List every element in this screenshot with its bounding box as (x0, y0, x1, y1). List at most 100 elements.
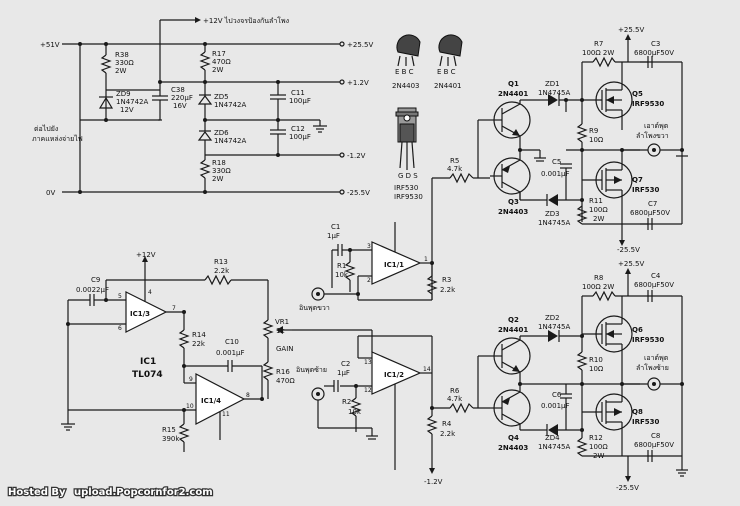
transistor-pinout-2 (438, 34, 463, 67)
mosfet-pinout (395, 107, 419, 170)
pin4-label: 4 (148, 289, 152, 296)
q4-ref: Q4 (508, 434, 519, 442)
pinout-label-2n4401: 2N4401 (434, 82, 462, 90)
output-stage-top (431, 34, 688, 263)
c3-ref: C3 (651, 40, 660, 48)
pin11-label: 11 (222, 411, 230, 418)
r12-ref: R12 (589, 434, 603, 442)
c2-value: 1μF (337, 369, 350, 377)
pin7-label: 7 (172, 305, 176, 312)
q8-part: IRF530 (632, 418, 660, 426)
q5-part: IRF9530 (632, 100, 664, 108)
r17-power: 2W (212, 66, 223, 74)
vr1-value: 1k (276, 327, 285, 335)
pin1-label: 1 (424, 256, 428, 263)
c8-ref: C8 (651, 432, 660, 440)
r7-value: 100Ω 2W (582, 49, 614, 57)
rail-plus25-top-out: +25.5V (618, 26, 644, 34)
r7-ref: R7 (594, 40, 603, 48)
ic1-4-label: IC1/4 (201, 397, 221, 405)
c9-value: 0.0022μF (76, 286, 109, 294)
rail-zero-label: 0V (46, 189, 55, 197)
c3-value: 6800μF50V (634, 49, 674, 57)
zd3-part: 1N4745A (538, 219, 571, 227)
r12-value: 100Ω (589, 443, 608, 451)
zd5-part: 1N4742A (214, 101, 247, 109)
q2-ref: Q2 (508, 316, 519, 324)
rail-plus12-label: +1.2V (347, 79, 369, 87)
r3-value: 2.2k (440, 286, 456, 294)
c6-value: 0.001μF (541, 402, 570, 410)
v12-label: +12V (136, 251, 156, 259)
c4-value: 6800μF50V (634, 281, 674, 289)
c9-ref: C9 (91, 276, 100, 284)
r14-value: 22k (192, 340, 206, 348)
c2-ref: C2 (341, 360, 350, 368)
r8-value: 100Ω 2W (582, 283, 614, 291)
q7-ref: Q7 (632, 176, 643, 184)
c38-volt: 16V (173, 102, 187, 110)
c12-ref: C12 (291, 125, 305, 133)
ic1-1-label: IC1/1 (384, 261, 404, 269)
r17-ref: R17 (212, 50, 226, 58)
c8-value: 6800μF50V (634, 441, 674, 449)
r13-value: 2.2k (214, 267, 230, 275)
r18-power: 2W (212, 175, 223, 183)
q6-ref: Q6 (632, 326, 643, 334)
q1-part: 2N4401 (498, 90, 528, 98)
q1-ref: Q1 (508, 80, 519, 88)
rail-plus25-label: +25.5V (347, 41, 373, 49)
r15-value: 390k (162, 435, 180, 443)
r3-ref: R3 (442, 276, 451, 284)
r15-ref: R15 (162, 426, 176, 434)
ic1-title: IC1 (140, 357, 156, 367)
rail-minus25-bottom-out: -25.5V (616, 484, 639, 492)
c12-value: 100μF (289, 133, 311, 141)
ic1-2-label: IC1/2 (384, 371, 404, 379)
r6-ref: R6 (450, 387, 460, 395)
protection-note: +12V ไปวงจรป้องกันลำโพง (203, 16, 289, 25)
zd9-part: 1N4742A (116, 98, 149, 106)
zd4-ref: ZD4 (545, 434, 560, 442)
pin13-label: 13 (364, 359, 372, 366)
q5-ref: Q5 (632, 90, 643, 98)
c10-value: 0.001μF (216, 349, 245, 357)
r11-value: 100Ω (589, 206, 608, 214)
r9-ref: R9 (589, 127, 598, 135)
r1-value: 10k (335, 271, 349, 279)
r9-value: 10Ω (589, 136, 604, 144)
out-left-line2: ลำโพงซ้าย (636, 363, 669, 372)
c5-value: 0.001μF (541, 170, 570, 178)
r10-value: 10Ω (589, 365, 604, 373)
zd1-ref: ZD1 (545, 80, 560, 88)
input-left-label: อินพุตซ้าย (296, 366, 327, 374)
r1-ref: R1 (337, 262, 346, 270)
r4-ref: R4 (442, 420, 452, 428)
r6-value: 4.7k (447, 395, 463, 403)
preamp-section (61, 256, 292, 452)
pin9-label: 9 (189, 376, 193, 383)
vr1-name: GAIN (276, 345, 294, 353)
pin10-label: 10 (186, 403, 194, 410)
rail-minus25-top-out: -25.5V (617, 246, 640, 254)
q7-part: IRF530 (632, 186, 660, 194)
pin14-label: 14 (423, 366, 431, 373)
ic1-3-label: IC1/3 (130, 310, 150, 318)
q2-part: 2N4401 (498, 326, 528, 334)
r5-value: 4.7k (447, 165, 463, 173)
pinout-ebc-2: E B C (437, 68, 456, 76)
pinout-irf9530: IRF9530 (394, 193, 423, 201)
r38-ref: R38 (115, 51, 129, 59)
zd2-ref: ZD2 (545, 314, 560, 322)
pin5-label: 5 (118, 293, 122, 300)
r18-ref: R18 (212, 159, 226, 167)
c1-ref: C1 (331, 223, 340, 231)
pinout-label-2n4403: 2N4403 (392, 82, 420, 90)
host-site-text: upload.Popcornfor2.com (74, 487, 213, 498)
r12-power: 2W (593, 452, 604, 460)
input-buffer-section (292, 222, 438, 474)
c38-value: 220μF (171, 94, 193, 102)
output-stage-bottom (432, 268, 688, 482)
pin2-label: 2 (367, 277, 371, 284)
